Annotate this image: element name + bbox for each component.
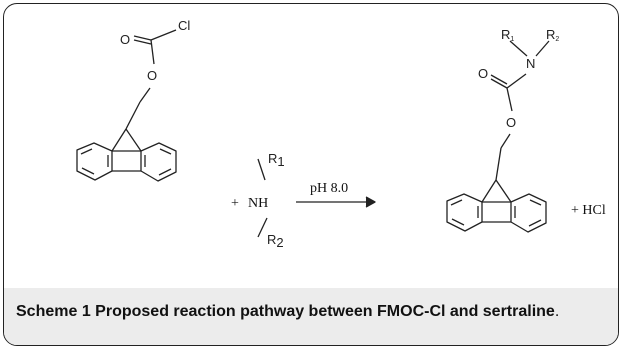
amine-nh-label: NH bbox=[248, 196, 268, 211]
caption-band bbox=[4, 288, 618, 345]
byproduct-hcl-label: + HCl bbox=[571, 203, 606, 218]
fmoc-cl-structure bbox=[76, 29, 177, 182]
reaction-arrow bbox=[296, 196, 376, 208]
fmoc-carbonyl-o-label: O bbox=[120, 32, 130, 47]
product-r2-label: R2 bbox=[546, 27, 559, 43]
fmoc-cl-label: Cl bbox=[178, 18, 190, 33]
product-carbonyl-o-label: O bbox=[478, 66, 488, 81]
fmoc-ester-o-label: O bbox=[147, 68, 157, 83]
figure-caption: Scheme 1 Proposed reaction pathway betwe… bbox=[16, 301, 606, 323]
caption-period: . bbox=[554, 303, 560, 320]
product-r1-label: R1 bbox=[501, 27, 514, 43]
caption-label: Scheme 1 bbox=[16, 303, 91, 320]
figure-frame: O Cl O + NH R1 R2 pH 8.0 R1 R2 N O O + H… bbox=[3, 3, 619, 346]
product-ester-o-label: O bbox=[506, 115, 516, 130]
plus-sign: + bbox=[231, 196, 239, 211]
product-structure bbox=[446, 40, 550, 233]
amine-structure bbox=[257, 158, 268, 238]
product-n-label: N bbox=[526, 56, 535, 71]
reaction-scheme: O Cl O + NH R1 R2 pH 8.0 R1 R2 N O O + H… bbox=[76, 18, 606, 250]
amine-r2-label: R2 bbox=[267, 232, 284, 250]
caption-title: Proposed reaction pathway between FMOC-C… bbox=[95, 303, 555, 320]
arrow-condition-label: pH 8.0 bbox=[310, 181, 348, 196]
amine-r1-label: R1 bbox=[268, 151, 285, 169]
